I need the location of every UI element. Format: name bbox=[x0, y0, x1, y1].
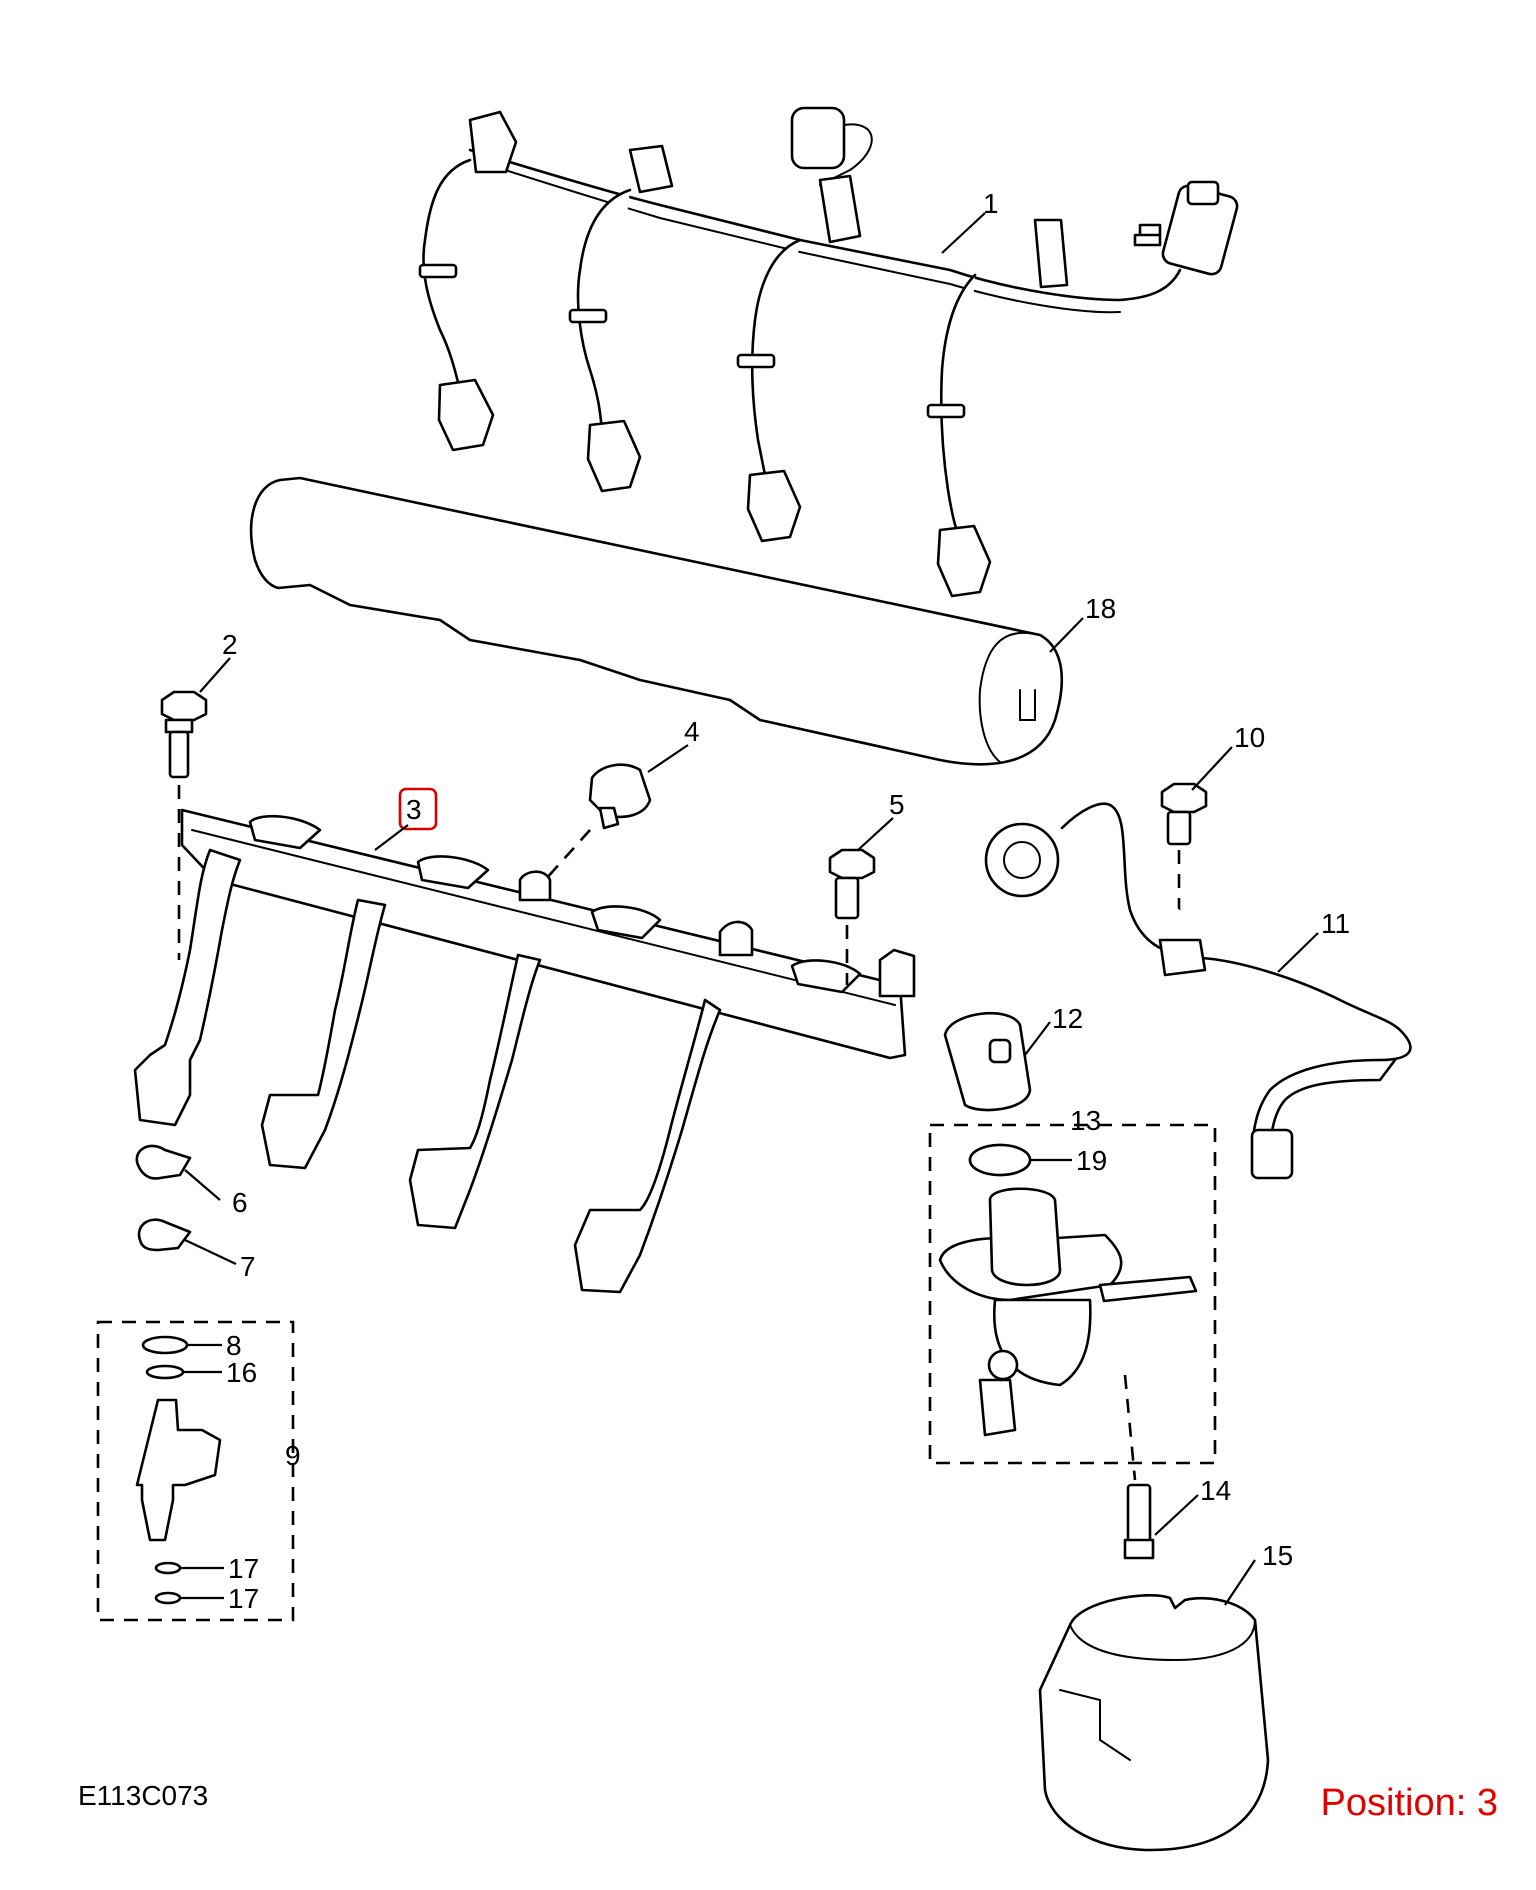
fuel-pump-box[interactable] bbox=[928, 1123, 1217, 1481]
bolt-part-2[interactable] bbox=[160, 690, 208, 960]
callout-18[interactable]: 18 bbox=[1085, 593, 1116, 624]
callout-3-highlight bbox=[398, 787, 438, 831]
o-ring-part-19[interactable] bbox=[968, 1143, 1032, 1177]
injector-kit-box[interactable] bbox=[96, 1320, 295, 1622]
high-pressure-fuel-line[interactable] bbox=[984, 802, 1412, 1180]
clip-part-6[interactable] bbox=[135, 1144, 192, 1180]
callout-5[interactable]: 5 bbox=[889, 789, 905, 820]
callout-13[interactable]: 13 bbox=[1070, 1105, 1101, 1136]
callout-labels: 1 2 3 4 5 6 7 8 9 10 11 12 13 14 15 16 1… bbox=[222, 188, 1350, 1614]
callout-17a[interactable]: 17 bbox=[228, 1553, 259, 1584]
bolt-part-10[interactable] bbox=[1160, 782, 1208, 950]
pump-cover[interactable] bbox=[1038, 1594, 1270, 1852]
pump-sleeve[interactable] bbox=[943, 1012, 1032, 1112]
callout-16[interactable]: 16 bbox=[226, 1357, 257, 1388]
callout-11[interactable]: 11 bbox=[1321, 908, 1350, 939]
callout-14[interactable]: 14 bbox=[1200, 1475, 1231, 1506]
figure-code: E113C073 bbox=[78, 1780, 209, 1811]
bolt-part-5[interactable] bbox=[828, 848, 876, 985]
callout-3[interactable]: 3 bbox=[406, 794, 422, 825]
callout-19[interactable]: 19 bbox=[1076, 1145, 1107, 1176]
callout-6[interactable]: 6 bbox=[232, 1187, 248, 1218]
callout-9[interactable]: 9 bbox=[285, 1440, 301, 1471]
callout-2[interactable]: 2 bbox=[222, 629, 238, 660]
bolt-part-14[interactable] bbox=[1123, 1483, 1155, 1560]
leader-lines bbox=[181, 212, 1319, 1606]
callout-7[interactable]: 7 bbox=[240, 1251, 256, 1282]
callout-17b[interactable]: 17 bbox=[228, 1583, 259, 1614]
callout-1[interactable]: 1 bbox=[983, 188, 999, 219]
position-indicator: Position: 3 bbox=[1320, 1782, 1498, 1824]
callout-4[interactable]: 4 bbox=[684, 716, 700, 747]
callout-8[interactable]: 8 bbox=[226, 1330, 242, 1361]
callout-10[interactable]: 10 bbox=[1234, 722, 1265, 753]
callout-15[interactable]: 15 bbox=[1262, 1540, 1293, 1571]
fuel-rail-cover[interactable] bbox=[249, 476, 1063, 766]
fuel-rail[interactable] bbox=[133, 787, 916, 1294]
clip-part-7[interactable] bbox=[137, 1218, 192, 1252]
wiring-harness[interactable] bbox=[418, 106, 1239, 598]
pressure-sensor[interactable] bbox=[544, 763, 652, 881]
callout-12[interactable]: 12 bbox=[1052, 1003, 1083, 1034]
